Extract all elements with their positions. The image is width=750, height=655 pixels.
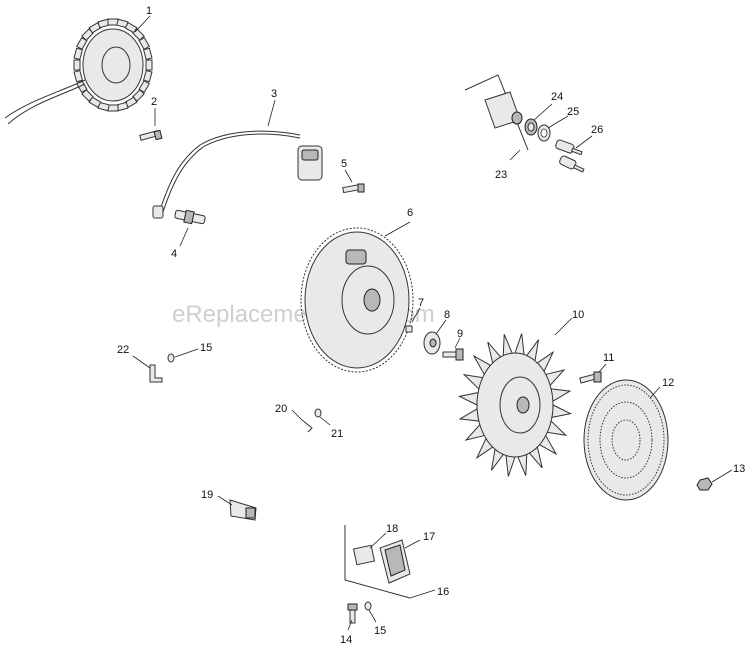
callout-9: 9	[457, 328, 463, 340]
switch-assembly-bracket	[464, 74, 529, 151]
callout-20: 20	[275, 403, 287, 415]
ignition-module[interactable]	[152, 130, 323, 219]
callout-25: 25	[567, 106, 579, 118]
callout-14: 14	[340, 634, 352, 646]
module-bolt[interactable]	[342, 183, 365, 194]
ignition-keys[interactable]	[555, 139, 585, 173]
callout-10: 10	[572, 309, 584, 321]
callout-18: 18	[386, 523, 398, 535]
callout-4: 4	[171, 248, 177, 260]
washer-15-bottom[interactable]	[364, 601, 372, 611]
washer-15-top[interactable]	[167, 353, 175, 363]
spark-plug[interactable]	[174, 209, 206, 225]
callout-21: 21	[331, 428, 343, 440]
ring-21[interactable]	[314, 408, 322, 418]
rectifier-connector[interactable]	[352, 544, 376, 566]
callout-22: 22	[117, 344, 129, 356]
flywheel-washer[interactable]	[423, 331, 441, 355]
rotating-screen[interactable]	[583, 379, 669, 501]
callout-17: 17	[423, 531, 435, 543]
callout-6: 6	[407, 207, 413, 219]
stator-screw[interactable]	[139, 129, 163, 141]
callout-16: 16	[437, 586, 449, 598]
flywheel[interactable]	[300, 227, 414, 373]
ignition-switch[interactable]	[484, 91, 523, 129]
callout-15-top: 15	[200, 342, 212, 354]
callout-23: 23	[495, 169, 507, 181]
connector-plug[interactable]	[229, 499, 257, 521]
callout-8: 8	[444, 309, 450, 321]
callout-2: 2	[151, 96, 157, 108]
callout-3: 3	[271, 88, 277, 100]
callout-7: 7	[418, 297, 424, 309]
rectifier-screw[interactable]	[347, 603, 358, 624]
callout-5: 5	[341, 158, 347, 170]
bracket-22[interactable]	[149, 364, 163, 383]
flywheel-bolt[interactable]	[442, 348, 464, 361]
rectifier-assembly-bracket	[344, 525, 436, 599]
rectifier-regulator[interactable]	[379, 539, 411, 584]
fan-bolt[interactable]	[579, 371, 602, 384]
callout-1: 1	[146, 5, 152, 17]
callout-19: 19	[201, 489, 213, 501]
cooling-fan[interactable]	[457, 333, 573, 477]
callout-13: 13	[733, 463, 745, 475]
callout-15-bottom: 15	[374, 625, 386, 637]
callout-11: 11	[603, 352, 614, 364]
callout-12: 12	[662, 377, 674, 389]
callout-24: 24	[551, 91, 563, 103]
switch-washer[interactable]	[537, 124, 551, 142]
flywheel-key[interactable]	[405, 325, 413, 333]
switch-nut[interactable]	[524, 118, 538, 136]
callout-26: 26	[591, 124, 603, 136]
wire-clip[interactable]	[301, 419, 313, 433]
screen-nut[interactable]	[696, 477, 713, 491]
stator[interactable]	[4, 18, 153, 125]
